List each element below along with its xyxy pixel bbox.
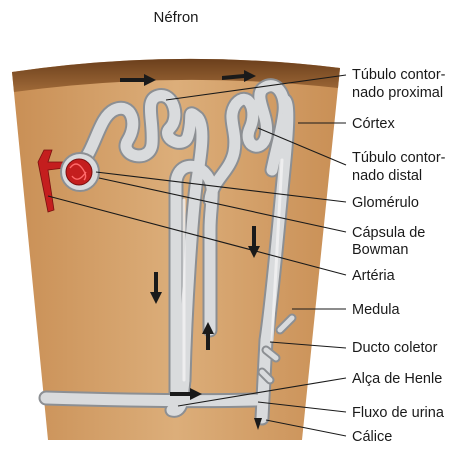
- label-calyx: Cálice: [352, 429, 392, 445]
- label-bowman-capsule-line2: Bowman: [352, 242, 408, 258]
- label-glomerulus: Glomérulo: [352, 195, 419, 211]
- label-henle-loop: Alça de Henle: [352, 371, 442, 387]
- label-urine-flow: Fluxo de urina: [352, 405, 445, 421]
- label-proximal-tubule-line2: nado proximal: [352, 85, 443, 101]
- label-collecting-duct: Ducto coletor: [352, 340, 438, 356]
- label-distal-tubule-line1: Túbulo contor-: [352, 150, 446, 166]
- label-distal-tubule-line2: nado distal: [352, 168, 422, 184]
- label-artery: Artéria: [352, 268, 396, 284]
- glomerulus: [66, 159, 92, 185]
- label-medulla: Medula: [352, 302, 400, 318]
- label-bowman-capsule-line1: Cápsula de: [352, 225, 425, 241]
- label-cortex: Córtex: [352, 116, 395, 132]
- diagram-title: Néfron: [153, 9, 198, 26]
- label-proximal-tubule-line1: Túbulo contor-: [352, 67, 446, 83]
